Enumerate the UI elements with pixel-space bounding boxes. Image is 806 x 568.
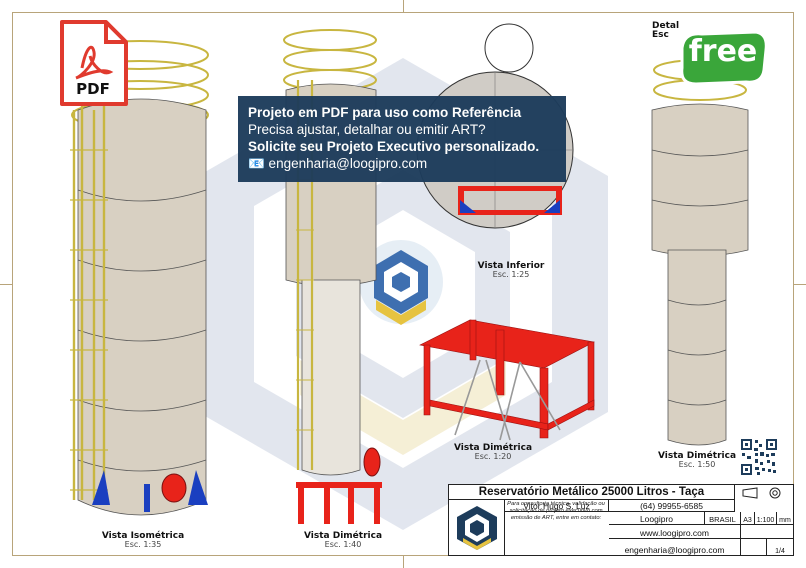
author-cell: Vitor Hugo S. Luz — [505, 500, 609, 512]
website-cell: www.loogipro.com — [609, 525, 741, 539]
banner-line-3: Solicite seu Projeto Executivo personali… — [248, 139, 540, 154]
projection-symbol-icon — [742, 487, 781, 499]
view-scale-inferior: Esc. 1:25 — [492, 270, 530, 280]
sheet-size-cell: A3 — [741, 512, 755, 525]
border-tick-top — [403, 0, 404, 12]
scale-cell: 1:100 — [755, 512, 777, 525]
view-title-detail: Detal — [652, 21, 680, 31]
blank-cell — [741, 525, 793, 539]
pdf-icon — [60, 20, 128, 106]
drawing-scale: 1:100 — [756, 517, 775, 524]
free-badge-icon — [680, 30, 768, 86]
country: BRASIL — [709, 515, 736, 524]
sheet-number-cell: 1/4 — [767, 539, 793, 555]
center-logo — [359, 240, 443, 325]
tower-isometric — [70, 40, 209, 516]
border-tick-right — [794, 284, 806, 285]
view-label-detail: Detal Esc — [652, 21, 712, 41]
view-scale-dimetric-40: Esc. 1:40 — [324, 540, 362, 550]
title-block: Reservatório Metálico 25000 Litros - Taç… — [448, 484, 794, 556]
drawing-unit: mm — [779, 517, 791, 524]
view-label-dimetric-50: Vista Dimétrica Esc. 1:50 — [642, 451, 752, 470]
view-scale-detail: Esc — [652, 30, 669, 41]
view-scale-dimetric-20: Esc. 1:20 — [474, 452, 512, 462]
free-badge-label: free — [688, 34, 758, 69]
view-label-inferior: Vista Inferior Esc. 1:25 — [456, 261, 566, 280]
view-title-dimetric-20: Vista Dimétrica — [453, 443, 533, 453]
view-title-inferior: Vista Inferior — [477, 261, 545, 271]
email-link[interactable]: engenharia@loogipro.com — [624, 545, 725, 555]
view-scale-dimetric-50: Esc. 1:50 — [678, 460, 716, 470]
border-tick-bottom — [403, 556, 404, 568]
view-title-dimetric-40: Vista Dimétrica — [303, 531, 383, 541]
sheet-border — [12, 12, 794, 556]
view-title-isometric: Vista Isométrica — [101, 531, 185, 541]
company-logo-cell — [449, 500, 505, 556]
reference-banner: Projeto em PDF para uso como Referência … — [238, 96, 566, 182]
sheet-number: 1/4 — [775, 548, 785, 555]
email-cell: engenharia@loogipro.com — [609, 539, 741, 555]
country-cell: BRASIL — [705, 512, 741, 525]
author-name: Vitor Hugo S. Luz — [523, 501, 590, 511]
drawing-title: Reservatório Metálico 25000 Litros - Taç… — [449, 485, 735, 500]
loogipro-logo-icon — [457, 506, 497, 550]
unit-cell: mm — [777, 512, 793, 525]
view-label-isometric: Vista Isométrica Esc. 1:35 — [88, 531, 198, 550]
website-link[interactable]: www.loogipro.com — [640, 528, 709, 538]
view-title-dimetric-50: Vista Dimétrica — [657, 451, 737, 461]
qr-code-icon[interactable] — [740, 438, 778, 476]
blank-cell-2 — [741, 539, 767, 555]
phone-number: (64) 99955-6585 — [640, 501, 703, 511]
tower-dimetric-50 — [651, 59, 749, 446]
banner-line-2: Precisa ajustar, detalhar ou emitir ART? — [248, 122, 486, 137]
view-label-dimetric-40: Vista Dimétrica Esc. 1:40 — [288, 531, 398, 550]
company-name: Loogipro — [639, 514, 674, 524]
view-support-frame — [419, 319, 595, 439]
phone-cell: (64) 99955-6585 — [609, 500, 735, 512]
company-cell: Loogipro — [609, 512, 705, 525]
pdf-badge-label: PDF — [76, 80, 110, 98]
view-label-dimetric-20: Vista Dimétrica Esc. 1:20 — [438, 443, 548, 462]
sheet-size: A3 — [743, 517, 752, 524]
view-scale-isometric: Esc. 1:35 — [124, 540, 162, 550]
banner-line-1: Projeto em PDF para uso como Referência — [248, 105, 522, 120]
border-tick-left — [0, 284, 12, 285]
banner-email-link[interactable]: 📧 engenharia@loogipro.com — [248, 156, 428, 171]
